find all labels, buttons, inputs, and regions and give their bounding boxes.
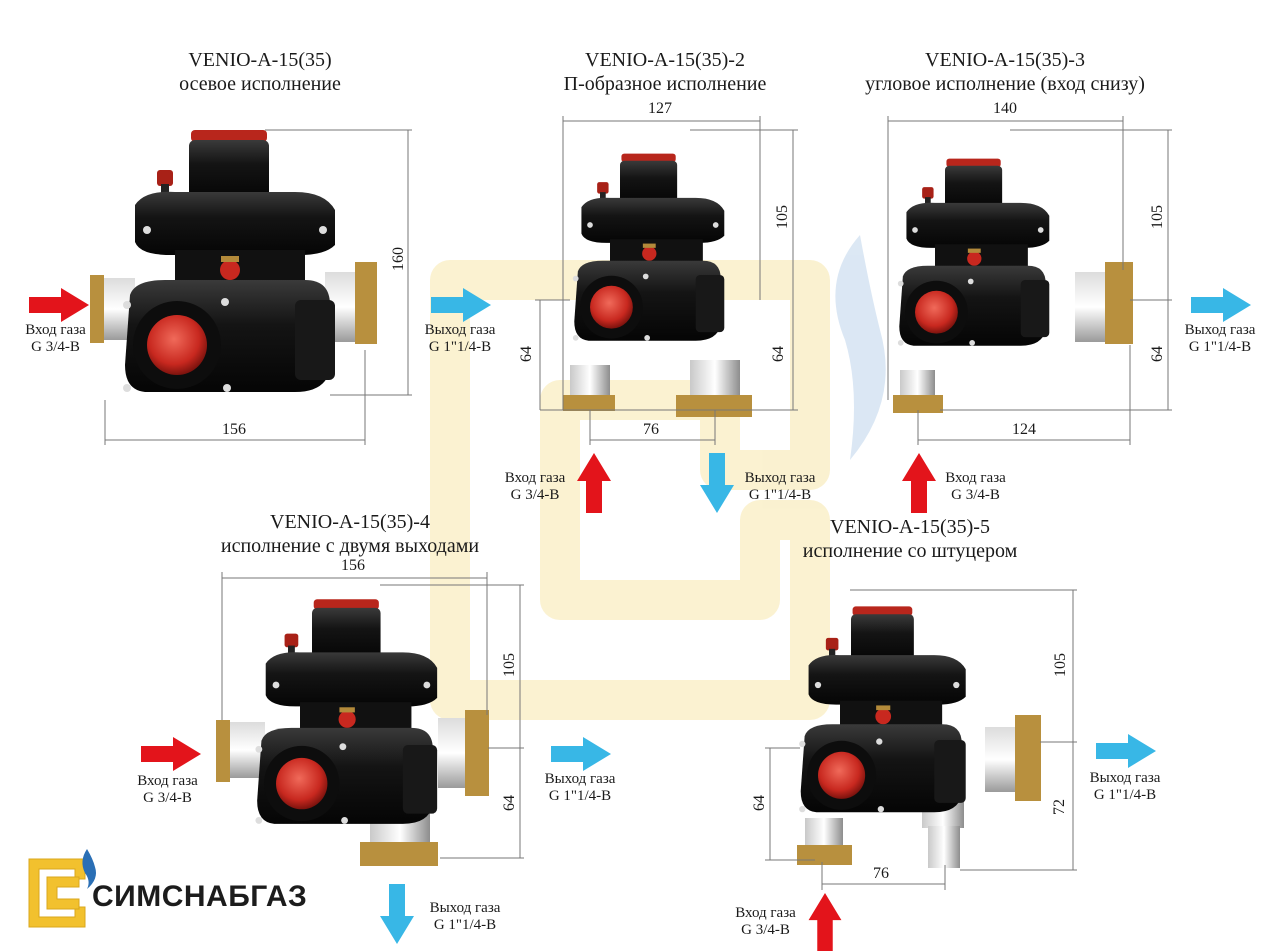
- outlet-text: Выход газа: [1089, 770, 1161, 786]
- dimension-lines-v2: [535, 116, 798, 445]
- model-subtitle: угловое исполнение (вход снизу): [865, 73, 1145, 95]
- outlet-arrow-v5: [1096, 734, 1156, 768]
- dim-v3-bottom: 124: [1012, 421, 1036, 438]
- outlet-thread: G 1"1/4-B: [1188, 339, 1252, 355]
- inlet-arrow-v1: [29, 288, 89, 322]
- regulator-v2-image: [563, 153, 752, 417]
- outlet-text: Выход газа: [744, 470, 816, 486]
- outlet-label-v1: Выход газа G 1"1/4-B: [410, 322, 510, 356]
- outlet-thread: G 1"1/4-B: [433, 917, 497, 933]
- model-subtitle: исполнение со штуцером: [802, 540, 1018, 562]
- inlet-thread: G 3/4-B: [510, 487, 560, 503]
- inlet-text: Вход газа: [945, 470, 1006, 486]
- brand-name: СИМСНАБГАЗ: [92, 880, 308, 913]
- dim-v3-width: 140: [993, 100, 1017, 117]
- inlet-text: Вход газа: [25, 322, 86, 338]
- outlet-thread: G 1"1/4-B: [1093, 787, 1157, 803]
- model-name: VENIO-A-15(35)-4: [270, 511, 430, 533]
- regulator-v4-image: [216, 599, 489, 866]
- outlet-text: Выход газа: [544, 771, 616, 787]
- dim-v5-right-low: 72: [1051, 799, 1068, 815]
- model-name: VENIO-A-15(35)-5: [830, 516, 990, 538]
- model-subtitle: исполнение с двумя выходами: [220, 535, 480, 557]
- outlet-label-v5: Выход газа G 1"1/4-B: [1075, 770, 1175, 804]
- simsnabgaz-logo-icon: [28, 849, 96, 928]
- model-subtitle: П-образное исполнение: [563, 73, 767, 95]
- dim-v3-right-low: 64: [1149, 346, 1166, 362]
- inlet-thread: G 3/4-B: [143, 790, 192, 806]
- variant-v5-title: VENIO-A-15(35)-5 исполнение со штуцером: [775, 515, 1045, 563]
- dim-v5-height-top: 105: [1052, 653, 1069, 677]
- inlet-text: Вход газа: [735, 905, 796, 921]
- outlet-text: Выход газа: [424, 322, 496, 338]
- model-subtitle: осевое исполнение: [179, 73, 341, 95]
- dim-v4-height-top: 105: [501, 653, 518, 677]
- dim-v5-left-low: 64: [751, 795, 768, 811]
- dim-v4-width: 156: [341, 557, 365, 574]
- dimension-lines-v5: [765, 589, 1077, 890]
- dim-v2-height-top: 105: [774, 205, 791, 229]
- variant-v3-title: VENIO-A-15(35)-3 угловое исполнение (вхо…: [840, 48, 1170, 96]
- model-name: VENIO-A-15(35)-2: [585, 49, 745, 71]
- variant-v1-title: VENIO-A-15(35) осевое исполнение: [150, 48, 370, 96]
- inlet-arrow-v5: [808, 893, 842, 951]
- dim-v2-width: 127: [648, 100, 672, 117]
- outlet-label-v3: Выход газа G 1"1/4-B: [1170, 322, 1270, 356]
- dim-v3-height-top: 105: [1149, 205, 1166, 229]
- inlet-thread: G 3/4-B: [31, 339, 80, 355]
- outlet-thread: G 1"1/4-B: [548, 788, 612, 804]
- variant-v2-title: VENIO-A-15(35)-2 П-образное исполнение: [535, 48, 795, 96]
- watermark-logo: [430, 235, 886, 720]
- inlet-label-v4: Вход газа G 3/4-B: [120, 773, 215, 807]
- variant-v4-title: VENIO-A-15(35)-4 исполнение с двумя выхо…: [195, 510, 505, 558]
- inlet-label-v3: Вход газа G 3/4-B: [928, 470, 1023, 504]
- model-name: VENIO-A-15(35): [188, 49, 332, 71]
- dim-v2-right-low: 64: [770, 346, 787, 362]
- outlet-text: Выход газа: [1184, 322, 1256, 338]
- outlet-label-v2: Выход газа G 1"1/4-B: [730, 470, 830, 504]
- regulator-v1-image: [90, 130, 377, 392]
- outlet-arrow-v4: [551, 737, 611, 771]
- regulator-v5-image: [797, 606, 1041, 868]
- dim-v1-height: 160: [390, 247, 407, 271]
- inlet-thread: G 3/4-B: [951, 487, 1000, 503]
- dim-v2-spacing: 76: [643, 421, 659, 438]
- dimension-lines-v1: [104, 129, 412, 445]
- dim-v4-right-low: 64: [501, 795, 518, 811]
- inlet-label-v5: Вход газа G 3/4-B: [718, 905, 813, 939]
- inlet-thread: G 3/4-B: [741, 922, 790, 938]
- outlet-arrow-v3: [1191, 288, 1251, 322]
- outlet2-arrow-v4: [380, 884, 414, 944]
- outlet-thread: G 1"1/4-B: [428, 339, 492, 355]
- model-name: VENIO-A-15(35)-3: [925, 49, 1085, 71]
- dim-v1-width: 156: [222, 421, 246, 438]
- regulator-v3-image: [893, 158, 1133, 413]
- inlet-label-v2: Вход газа G 3/4-B: [485, 470, 585, 504]
- dimension-lines-v4: [221, 572, 524, 859]
- outlet-thread: G 1"1/4-B: [748, 487, 812, 503]
- inlet-arrow-v4: [141, 737, 201, 771]
- dim-v2-left-low: 64: [518, 346, 535, 362]
- inlet-text: Вход газа: [137, 773, 198, 789]
- outlet-text: Выход газа: [429, 900, 501, 916]
- outlet2-label-v4: Выход газа G 1"1/4-B: [415, 900, 515, 934]
- inlet-label-v1: Вход газа G 3/4-B: [8, 322, 103, 356]
- inlet-text: Вход газа: [504, 470, 566, 486]
- outlet-label-v4: Выход газа G 1"1/4-B: [530, 771, 630, 805]
- dim-v5-spacing: 76: [873, 865, 889, 882]
- dimension-lines-v3: [887, 116, 1172, 445]
